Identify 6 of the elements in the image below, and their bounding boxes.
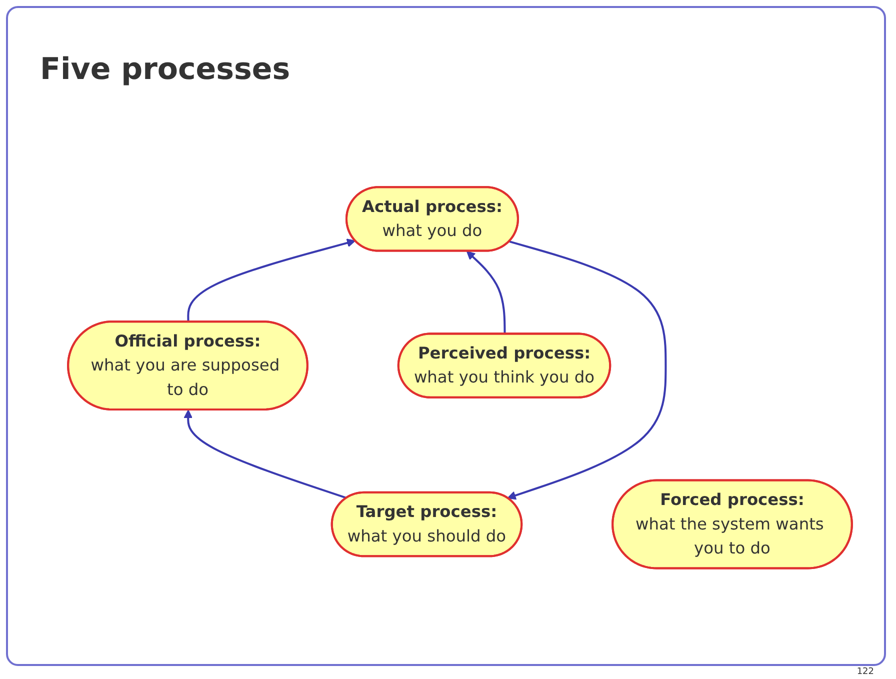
- arrow: [187, 238, 356, 322]
- title: Five processes: [40, 52, 290, 87]
- arrow: [507, 240, 667, 500]
- arrow: [466, 250, 506, 334]
- page-number: 122: [856, 667, 874, 677]
- arrow: [184, 409, 348, 499]
